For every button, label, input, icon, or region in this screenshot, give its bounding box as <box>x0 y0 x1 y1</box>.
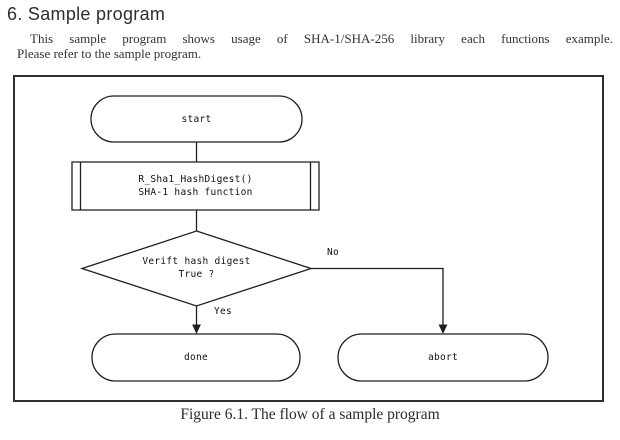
decision-line-1: Verift hash digest <box>142 256 251 267</box>
start-label-text: start <box>181 114 212 125</box>
abort-label-text: abort <box>427 352 459 363</box>
process-line-1: R_Sha1_HashDigest() <box>138 174 253 185</box>
process-line-2: SHA-1 hash function <box>138 187 253 198</box>
done-label-text: done <box>183 352 209 363</box>
decision-line-2: True ? <box>178 269 215 280</box>
intro-line-2: Please refer to the sample program. <box>17 46 202 61</box>
section-heading: 6. Sample program <box>7 4 166 24</box>
predefined-process-label: R_Sha1_HashDigest() SHA-1 hash function <box>72 162 319 210</box>
intro-paragraph: This sample program shows usage of SHA-1… <box>17 31 613 61</box>
no-branch-label: No <box>327 247 340 258</box>
done-terminator-label: done <box>92 334 300 381</box>
start-terminator-label: start <box>91 96 302 143</box>
decision-diamond-label: Verift hash digest True ? <box>82 237 311 299</box>
abort-terminator-label: abort <box>338 334 548 381</box>
yes-branch-label: Yes <box>214 306 233 317</box>
intro-line-1: This sample program shows usage of SHA-1… <box>30 31 613 46</box>
figure-caption: Figure 6.1. The flow of a sample program <box>180 406 440 423</box>
